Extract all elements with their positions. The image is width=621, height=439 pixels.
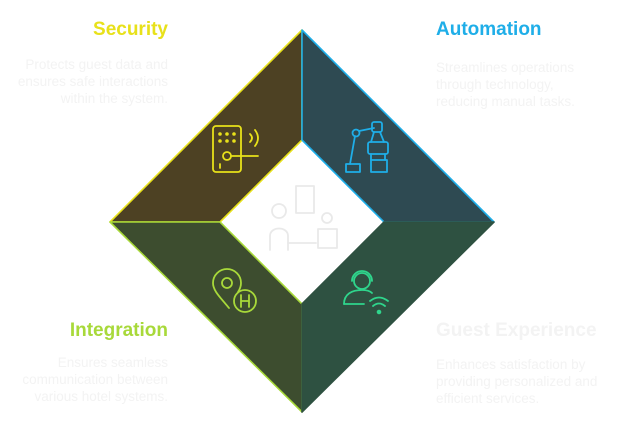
keycard-door-lock-icon <box>212 125 259 173</box>
guest-experience-title: Guest Experience <box>436 320 597 341</box>
automation-title: Automation <box>436 19 542 40</box>
hotel-front-desk-icon <box>269 185 338 251</box>
robotic-arm-icon <box>345 121 389 173</box>
guest-wifi-support-icon <box>343 270 389 315</box>
automation-description: Streamlines operations through technolog… <box>436 60 575 109</box>
integration-title: Integration <box>69 320 168 341</box>
security-description: Protects guest data and ensures safe int… <box>17 57 168 106</box>
guest-experience-segment <box>301 221 495 413</box>
security-title: Security <box>93 19 168 40</box>
hotel-location-pin-icon <box>212 268 257 313</box>
integration-description: Ensures seamless communication between v… <box>22 355 168 404</box>
guest-experience-description: Enhances satisfaction by providing perso… <box>436 357 598 406</box>
